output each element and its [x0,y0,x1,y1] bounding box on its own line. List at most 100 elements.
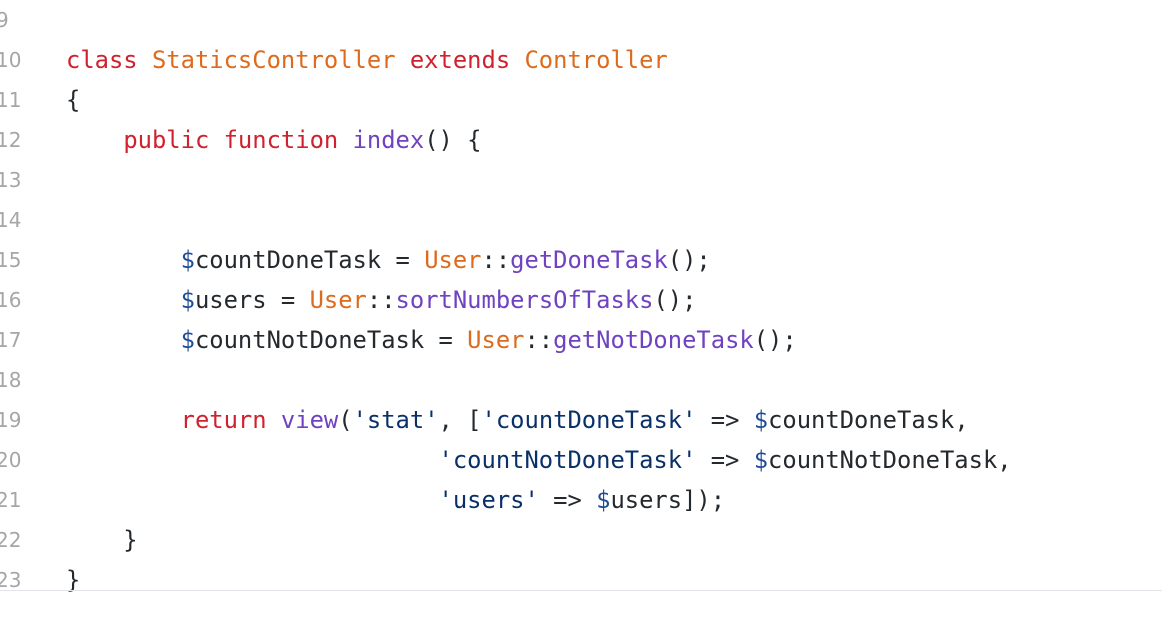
code-token-plain [66,446,439,474]
code-token-plain: { [66,86,81,114]
code-token-var: $ [596,486,611,514]
code-token-var-ident: countNotDoneTask [768,446,998,474]
code-token-class: User [309,286,367,314]
code-token-plain: , [ [438,406,482,434]
code-token-plain: (); [753,326,797,354]
code-line: 18 [0,360,1162,400]
line-code: class StaticsController extends Controll… [66,48,668,72]
code-token-plain: :: [366,286,396,314]
line-code: $users = User::sortNumbersOfTasks(); [66,286,697,314]
code-token-plain: , [954,406,969,434]
code-token-plain [66,486,439,514]
line-code: } [66,568,80,592]
code-token-string: 'countDoneTask' [481,406,697,434]
code-line: 15 $countDoneTask = User::getDoneTask(); [0,240,1162,280]
code-line: 20 'countNotDoneTask' => $countNotDoneTa… [0,440,1162,480]
code-token-plain [66,286,181,314]
line-number: 12 [0,128,22,152]
code-token-plain [66,326,181,354]
code-token-func: sortNumbersOfTasks [395,286,654,314]
code-token-plain [510,46,524,74]
code-token-string: 'countNotDoneTask' [438,446,697,474]
line-code: $countNotDoneTask = User::getNotDoneTask… [66,328,797,352]
code-token-plain: :: [481,246,511,274]
line-number: 16 [0,288,22,312]
line-number: 23 [0,568,22,592]
code-token-plain [209,126,223,154]
code-token-func: getDoneTask [510,246,668,274]
code-token-var: $ [753,406,769,434]
code-token-plain: (); [653,286,697,314]
line-number: 10 [0,48,22,72]
code-token-var-ident: countDoneTask [194,246,382,274]
code-token-plain: } [66,566,81,594]
code-token-string: 'stat' [352,406,439,434]
line-number: 18 [0,368,22,392]
line-number: 22 [0,528,22,552]
code-token-plain: (); [667,246,711,274]
line-number: 13 [0,168,22,192]
code-token-plain: => [538,486,597,514]
code-line: 10 class StaticsController extends Contro… [0,40,1162,80]
code-token-func: index [352,126,425,154]
code-token-class: Controller [524,46,668,74]
code-line: 11 { [0,80,1162,120]
code-token-plain: = [424,326,468,354]
code-token-plain: () { [424,126,482,154]
code-line: 19 return view('stat', ['countDoneTask' … [0,400,1162,440]
code-token-plain: => [696,406,754,434]
code-token-var-ident: users [194,286,267,314]
line-code: 'users' => $users]); [66,486,726,514]
line-number: 19 [0,408,22,432]
code-token-keyword: class [66,46,152,74]
line-code: public function index() { [66,126,482,154]
code-token-plain [396,46,410,74]
bottom-divider [0,590,1162,591]
code-token-plain [66,246,181,274]
code-line: 16 $users = User::sortNumbersOfTasks(); [0,280,1162,320]
code-token-keyword: public [123,126,210,154]
code-line: 21 'users' => $users]); [0,480,1162,520]
code-line: 23} [0,560,1162,600]
line-number: 15 [0,248,22,272]
code-token-keyword: function [223,126,339,154]
line-code: { [66,88,80,112]
code-token-plain: ( [338,406,353,434]
code-token-plain: => [696,446,754,474]
code-token-var: $ [753,446,769,474]
code-line: 12 public function index() { [0,120,1162,160]
code-token-var: $ [180,286,195,314]
code-line: 17 $countNotDoneTask = User::getNotDoneT… [0,320,1162,360]
code-token-plain [267,406,281,434]
code-line: 13 [0,160,1162,200]
line-number: 9 [0,8,9,32]
code-token-plain: = [381,246,425,274]
code-token-keyword: extends [409,46,511,74]
line-number: 21 [0,488,22,512]
code-line: 22 } [0,520,1162,560]
code-token-string: 'users' [438,486,539,514]
code-token-func: view [280,406,339,434]
line-number: 11 [0,88,22,112]
code-token-func: getNotDoneTask [553,326,754,354]
code-token-var-ident: countNotDoneTask [194,326,425,354]
line-code: $countDoneTask = User::getDoneTask(); [66,248,711,272]
code-line: 14 [0,200,1162,240]
line-code: return view('stat', ['countDoneTask' => … [66,408,969,432]
code-token-plain: :: [524,326,554,354]
code-token-class: User [424,246,482,274]
code-token-class: StaticsController [151,46,396,74]
code-token-plain: ]); [682,486,726,514]
code-token-plain: , [997,446,1012,474]
code-token-plain [338,126,352,154]
code-token-plain [66,126,123,154]
code-token-var: $ [180,246,195,274]
line-number: 17 [0,328,22,352]
code-token-plain: = [266,286,310,314]
code-token-plain [66,406,181,434]
line-code: } [66,526,138,554]
line-number: 20 [0,448,22,472]
code-token-plain: } [66,526,138,554]
code-token-keyword: return [180,406,267,434]
code-editor: 9 10 class StaticsController extends Contr… [0,8,1162,592]
